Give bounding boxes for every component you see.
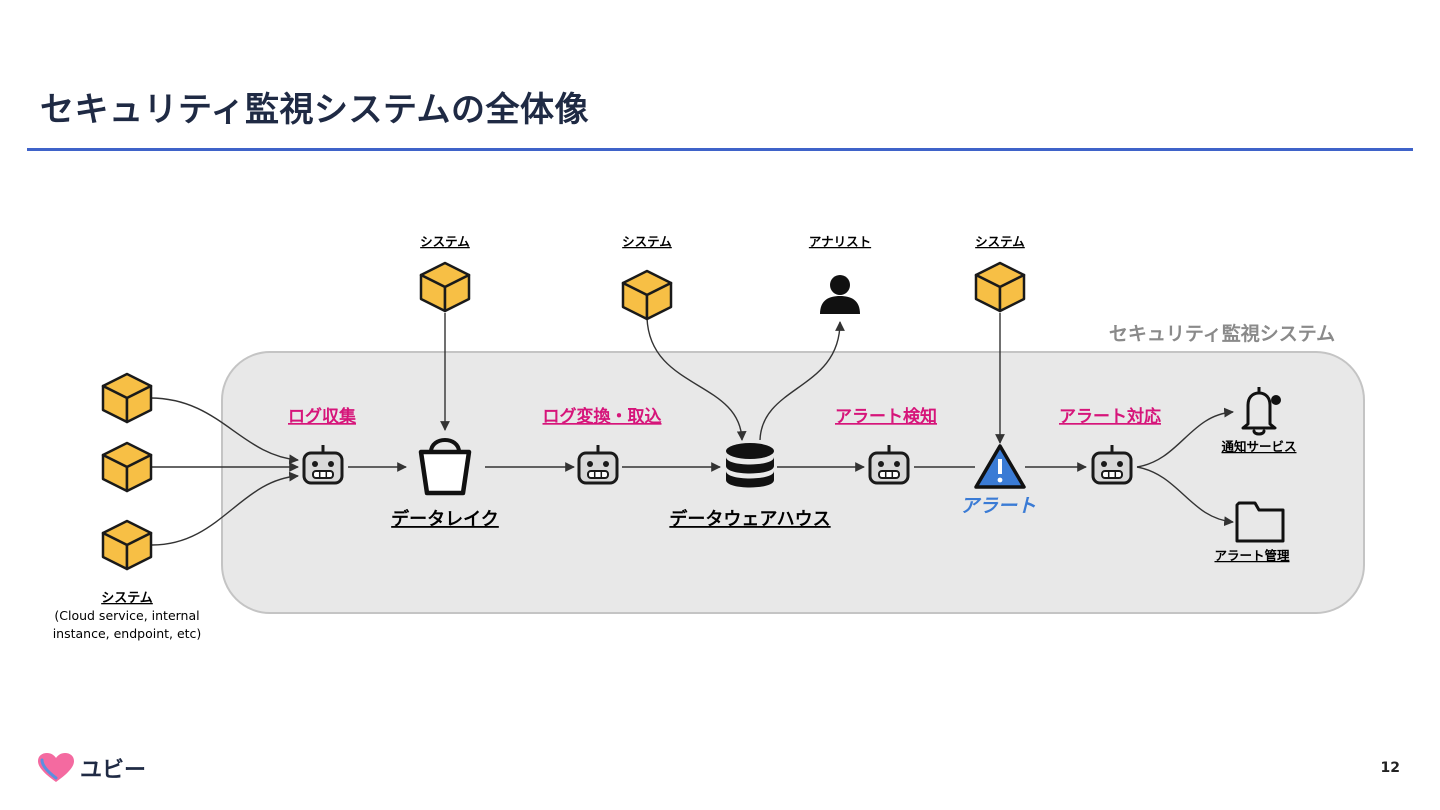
source-system-1-icon [101, 372, 153, 424]
data-lake-bucket-icon [418, 438, 472, 496]
stage-log-transform: ログ変換・取込 [543, 406, 662, 427]
data-warehouse-label: データウェアハウス [669, 508, 830, 530]
analyst-icon [820, 275, 860, 314]
title-divider [27, 148, 1413, 151]
stage-alert-detect: アラート検知 [835, 406, 937, 427]
dwh-to-analyst-arrow [759, 321, 845, 441]
data-warehouse-database-icon [726, 443, 774, 488]
data-lake-label: データレイク [391, 508, 499, 530]
connectors [149, 313, 1234, 546]
alert-warning-icon [974, 444, 1026, 489]
source-system-3-icon [101, 519, 153, 571]
sources-note-line-2: instance, endpoint, etc) [53, 626, 202, 641]
alert-management-label: アラート管理 [1214, 548, 1290, 563]
top-system-2-icon [621, 269, 673, 321]
alert-management-folder-icon [1235, 501, 1285, 543]
source-system-2-icon [101, 441, 153, 493]
top-system-1-label: システム [420, 234, 470, 249]
source-3-arrow [151, 471, 299, 546]
company-logo: ユビー [36, 752, 146, 784]
stage-log-collect: ログ収集 [288, 406, 357, 427]
sources-note-line-1: (Cloud service, internal [54, 608, 199, 623]
notify-service-label: 通知サービス [1221, 439, 1296, 454]
logo-text: ユビー [80, 758, 147, 783]
stage-alert-response: アラート対応 [1059, 406, 1161, 427]
top-system-3-label: システム [975, 234, 1025, 249]
heart-logo-icon [38, 753, 74, 782]
container-label: セキュリティ監視システム [1109, 322, 1335, 345]
slide-title: セキュリティ監視システムの全体像 [40, 90, 589, 130]
analyst-label: アナリスト [809, 234, 871, 249]
notification-bell-icon [1241, 387, 1281, 436]
responder-to-notify-arrow [1136, 407, 1234, 468]
page-number: 12 [1380, 760, 1400, 776]
top-system-3-icon [974, 261, 1026, 313]
system-container [221, 351, 1365, 614]
alert-label: アラート [960, 495, 1036, 517]
source-1-arrow [149, 397, 299, 465]
top-system-2-label: システム [622, 234, 672, 249]
sources-label: システム [101, 591, 153, 606]
top-system-2-arrow [646, 317, 747, 441]
top-system-1-icon [419, 261, 471, 313]
responder-to-alert-mgmt-arrow [1136, 466, 1234, 527]
